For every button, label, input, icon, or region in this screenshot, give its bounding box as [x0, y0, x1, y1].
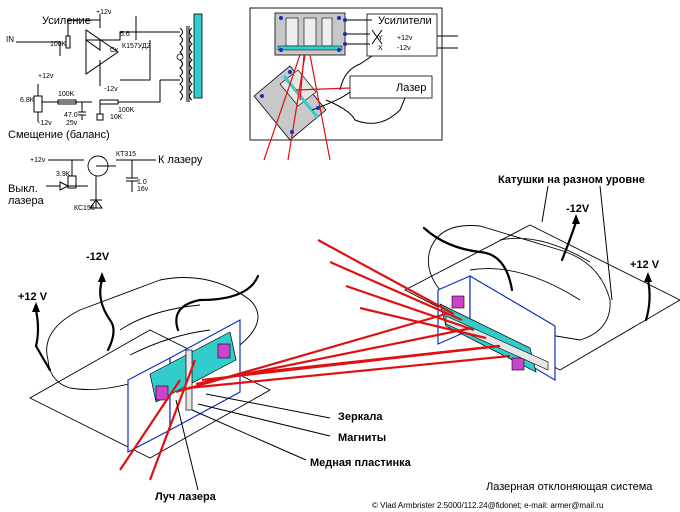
block-connection-dots: [260, 16, 347, 134]
plus12-top-label: +12v: [96, 9, 112, 16]
coils-label: Катушки на разном уровне: [498, 174, 645, 186]
deflection-assembly-drawing: Катушки на разном уровне -12V +12 V -12V…: [18, 174, 680, 503]
cap-47-label: 47.0: [64, 112, 78, 119]
left-base-plate: [29, 329, 271, 459]
r-gain-label: 100K: [50, 41, 67, 48]
block-x-label: Y: [378, 35, 383, 42]
left-coils: [46, 277, 259, 390]
amp-wires: [16, 14, 180, 122]
minus12-label: -12v: [104, 86, 118, 93]
label-pointers: [175, 185, 613, 491]
plus12-bias-label: +12v: [38, 73, 54, 80]
system-title: Лазерная отклоняющая система: [486, 481, 653, 493]
left-copper-plate: [185, 349, 193, 411]
laser-plus12-label: +12v: [30, 157, 46, 164]
gain-label: Усиление: [42, 15, 91, 27]
cap-25v-label: 25v: [66, 120, 78, 127]
left-minus12-label: -12V: [86, 251, 110, 263]
laser-block: [349, 75, 433, 99]
diode-label: КС156: [74, 205, 95, 212]
cap-val-label: 1.0: [137, 179, 147, 186]
in-label: IN: [6, 35, 14, 44]
right-cable-center: [422, 226, 514, 292]
block-plus12: +12v: [397, 35, 413, 42]
switch-label-1: Выкл.: [8, 183, 38, 195]
laser-label: Лазер: [396, 82, 426, 94]
bias-label: Смещение (баланс): [8, 129, 110, 141]
left-cable-minus: [99, 278, 115, 352]
block-minus12: -12v: [397, 45, 411, 52]
credit-line: © Vlad Armbrister 2:5000/112.24@fidonet;…: [372, 501, 603, 510]
laser-beams: [119, 239, 511, 481]
magnets-label: Магниты: [338, 432, 386, 444]
left-magnet-a: [155, 385, 169, 401]
right-magnet-a: [451, 295, 465, 309]
cap-value-label: 5.6: [120, 31, 130, 38]
r-39k-label: 3.9K: [56, 171, 71, 178]
minus12-bias-label: -12v: [38, 120, 52, 127]
bottom-mirror-block: [253, 65, 327, 141]
transistor-label: КТ315: [116, 151, 136, 158]
laser-driver-schematic: +12v КТ315 К лазеру 3.9K 1.0 16v Выкл. л…: [8, 151, 203, 212]
mirrors-label: Зеркала: [338, 411, 383, 423]
block-beams: [263, 54, 351, 161]
r-bias-label: 6.8K: [20, 97, 35, 104]
laser-driver-wires: [46, 159, 156, 209]
r-10k-label: 10K: [110, 114, 123, 121]
right-minus12-label: -12V: [566, 203, 590, 215]
beam-label: Луч лазера: [155, 491, 217, 503]
r-100k-b-label: 100K: [118, 107, 135, 114]
right-plus12-label: +12 V: [630, 259, 660, 271]
right-magnet-b: [511, 357, 525, 371]
right-cable-minus: [560, 220, 578, 262]
cap-volt-label: 16v: [137, 186, 149, 193]
block-y-label: X: [378, 45, 383, 52]
switch-label-2: лазера: [8, 195, 45, 207]
block-diagram: Усилители +12v -12v Y X Лазер: [249, 7, 458, 161]
transistor-icon: [87, 155, 109, 177]
r-100k-a-label: 100K: [58, 91, 75, 98]
amplifiers-label: Усилители: [378, 15, 432, 27]
amplifier-schematic: Усиление IN +12v 100K 5.6 Cк К157УД2 -12…: [6, 9, 203, 141]
left-cable-center: [175, 274, 260, 332]
left-magnet-b: [217, 343, 231, 359]
block-wires: [311, 19, 458, 124]
right-mirror-frame: [437, 274, 556, 382]
right-cable-plus: [644, 278, 651, 322]
copper-label: Медная пластинка: [310, 457, 412, 469]
left-plus12-label: +12 V: [18, 291, 48, 303]
cap-label: Cк: [110, 47, 119, 54]
chip-label: К157УД2: [122, 43, 151, 50]
transformer-icon: [176, 13, 203, 102]
to-laser-label: К лазеру: [158, 154, 203, 166]
left-cable-plus: [34, 308, 52, 372]
op-amp-symbol: [85, 29, 119, 75]
